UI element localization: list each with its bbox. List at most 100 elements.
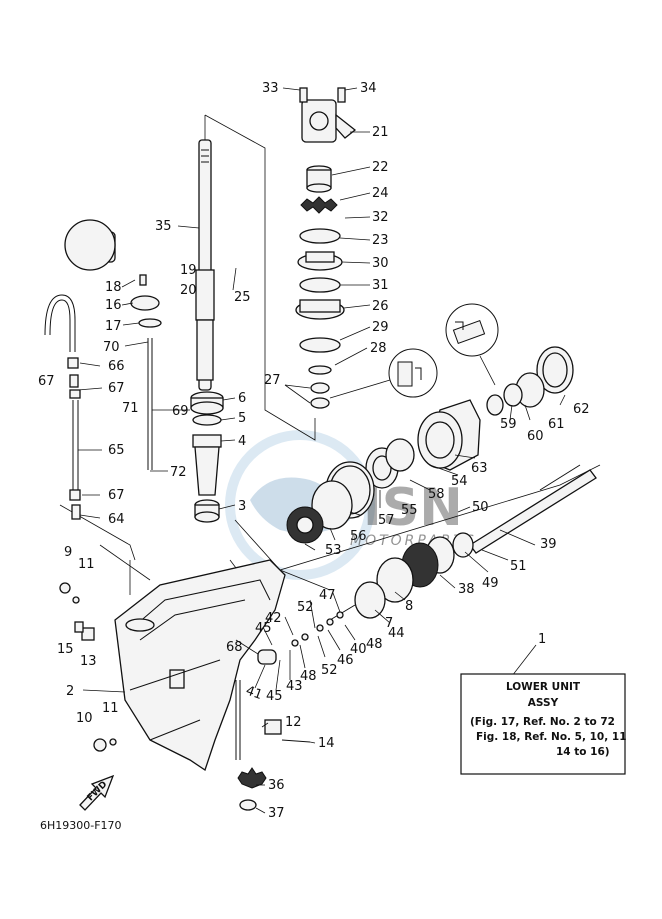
label-52a: 52 (297, 600, 314, 615)
label-59: 59 (500, 417, 517, 432)
label-38: 38 (458, 582, 475, 597)
label-12: 12 (285, 715, 302, 730)
label-48b: 48 (300, 669, 317, 684)
label-62: 62 (573, 402, 590, 417)
label-3: 3 (238, 499, 246, 514)
label-69: 69 (172, 404, 189, 419)
label-6: 6 (238, 391, 246, 406)
label-18: 18 (105, 280, 122, 295)
fwd-arrow: FWD (79, 774, 115, 811)
leader-lines (77, 87, 566, 814)
boundary-lines (59, 114, 601, 595)
label-27: 27 (264, 373, 281, 388)
part-labels: 1 2 3 4 5 6 7 8 9 10 11 11 12 13 14 15 1… (38, 81, 590, 821)
label-61: 61 (548, 417, 565, 432)
drive-shaft (195, 139, 215, 391)
label-45a: 45 (255, 621, 272, 636)
label-7: 7 (385, 616, 393, 631)
label-4: 4 (238, 434, 246, 449)
label-1: 1 (538, 632, 546, 647)
label-36: 36 (268, 778, 285, 793)
label-17: 17 (105, 319, 122, 334)
info-box: LOWER UNIT ASSY (Fig. 17, Ref. No. 2 to … (460, 673, 627, 775)
label-20: 20 (180, 283, 197, 298)
label-65: 65 (108, 443, 125, 458)
diagram-code: 6H19300-F170 (40, 819, 122, 832)
label-51: 51 (510, 559, 527, 574)
label-28: 28 (370, 341, 387, 356)
label-49: 49 (482, 576, 499, 591)
info-line2: Fig. 18, Ref. No. 5, 10, 11 (476, 731, 627, 743)
label-31: 31 (372, 278, 389, 293)
label-8: 8 (405, 599, 413, 614)
label-37: 37 (268, 806, 285, 821)
label-56: 56 (350, 529, 367, 544)
label-71: 71 (122, 401, 139, 416)
label-29: 29 (372, 320, 389, 335)
label-5: 5 (238, 411, 246, 426)
label-52b: 52 (321, 663, 338, 678)
label-55: 55 (401, 503, 418, 518)
label-68: 68 (226, 640, 243, 655)
callout-circles (329, 303, 499, 399)
shaft-bearings (190, 391, 224, 523)
label-46: 46 (337, 653, 354, 668)
propeller-shaft (257, 464, 597, 665)
label-25: 25 (234, 290, 251, 305)
lower-casing (114, 559, 286, 772)
info-subtitle: ASSY (528, 697, 559, 709)
label-23: 23 (372, 233, 389, 248)
label-34: 34 (360, 81, 377, 96)
water-pump-stack (295, 87, 357, 409)
label-22: 22 (372, 160, 389, 175)
label-63: 63 (471, 461, 488, 476)
label-32: 32 (372, 210, 389, 225)
label-21: 21 (372, 125, 389, 140)
label-39: 39 (540, 537, 557, 552)
label-53: 53 (325, 543, 342, 558)
shift-rod-assembly (44, 219, 162, 520)
label-9: 9 (64, 545, 72, 560)
label-30: 30 (372, 256, 389, 271)
label-16: 16 (105, 298, 122, 313)
label-2: 2 (66, 684, 74, 699)
label-14: 14 (318, 736, 335, 751)
label-11b: 11 (102, 701, 119, 716)
pinion-and-bolts (59, 582, 311, 811)
label-42: 42 (265, 611, 282, 626)
label-67c: 67 (108, 488, 125, 503)
label-57: 57 (378, 513, 395, 528)
label-13: 13 (80, 654, 97, 669)
label-48a: 48 (366, 637, 383, 652)
label-67a: 67 (38, 374, 55, 389)
label-15: 15 (57, 642, 74, 657)
label-33: 33 (262, 81, 279, 96)
label-35: 35 (155, 219, 172, 234)
label-45b: 45 (266, 689, 283, 704)
label-50: 50 (472, 500, 489, 515)
label-24: 24 (372, 186, 389, 201)
label-26: 26 (372, 299, 389, 314)
info-title: LOWER UNIT (506, 681, 581, 693)
label-72: 72 (170, 465, 187, 480)
info-line1: (Fig. 17, Ref. No. 2 to 72 (470, 716, 615, 728)
label-67b: 67 (108, 381, 125, 396)
label-70: 70 (103, 340, 120, 355)
label-66: 66 (108, 359, 125, 374)
label-54: 54 (451, 474, 468, 489)
propeller-shaft-housing (286, 346, 574, 544)
label-11a: 11 (78, 557, 95, 572)
label-19: 19 (180, 263, 197, 278)
label-58: 58 (428, 487, 445, 502)
label-10: 10 (76, 711, 93, 726)
label-60: 60 (527, 429, 544, 444)
label-47: 47 (319, 588, 336, 603)
label-43: 43 (286, 679, 303, 694)
info-line3: 14 to 16) (556, 746, 610, 758)
label-44: 44 (388, 626, 405, 641)
label-40: 40 (350, 642, 367, 657)
label-41: 41 (244, 683, 265, 703)
label-64: 64 (108, 512, 125, 527)
